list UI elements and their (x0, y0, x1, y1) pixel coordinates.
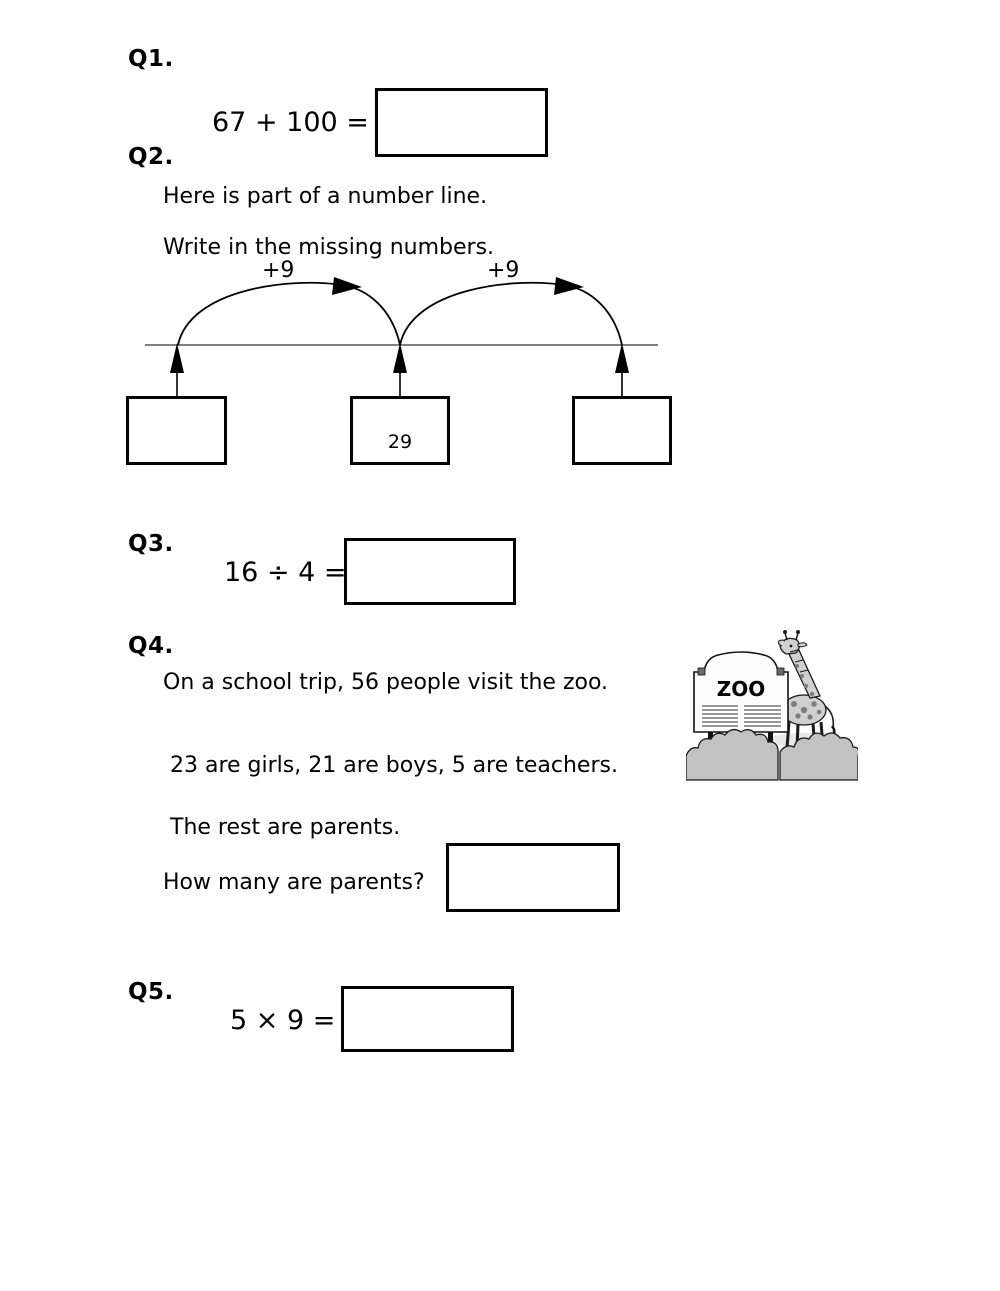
number-line-diagram (145, 277, 658, 396)
answer-box-q3[interactable] (344, 538, 516, 605)
question-text-q2-line2: Write in the missing numbers. (163, 235, 495, 260)
jump-label-1: +9 (262, 258, 295, 283)
giraffe-large-icon (777, 630, 836, 749)
question-expression-q5: 5 × 9 = (230, 1005, 336, 1036)
question-label-q1: Q1. (128, 46, 174, 72)
question-text-q4-line2: 23 are girls, 21 are boys, 5 are teacher… (170, 753, 618, 778)
question-label-q4: Q4. (128, 633, 174, 659)
question-text-q2-line1: Here is part of a number line. (163, 184, 488, 209)
question-label-q5: Q5. (128, 979, 174, 1005)
jump-label-2: +9 (487, 258, 520, 283)
number-line-box-1[interactable] (126, 396, 227, 465)
answer-box-q1[interactable] (375, 88, 548, 157)
question-label-q2: Q2. (128, 144, 174, 170)
question-text-q4-line3: The rest are parents. (170, 815, 401, 840)
number-line-value-2: 29 (387, 431, 413, 453)
answer-box-q5[interactable] (341, 986, 514, 1052)
number-line-box-3[interactable] (572, 396, 672, 465)
zoo-clipart: ZOO (686, 630, 858, 781)
question-text-q4-line1: On a school trip, 56 people visit the zo… (163, 670, 609, 695)
question-expression-q3: 16 ÷ 4 = (224, 557, 347, 588)
question-expression-q1: 67 + 100 = (212, 107, 369, 138)
answer-box-q4[interactable] (446, 843, 620, 912)
question-text-q4-line4: How many are parents? (163, 870, 425, 895)
question-label-q3: Q3. (128, 531, 174, 557)
bushes-icon (686, 728, 858, 781)
number-line-box-2[interactable]: 29 (350, 396, 450, 465)
zoo-sign-text: ZOO (717, 677, 766, 701)
